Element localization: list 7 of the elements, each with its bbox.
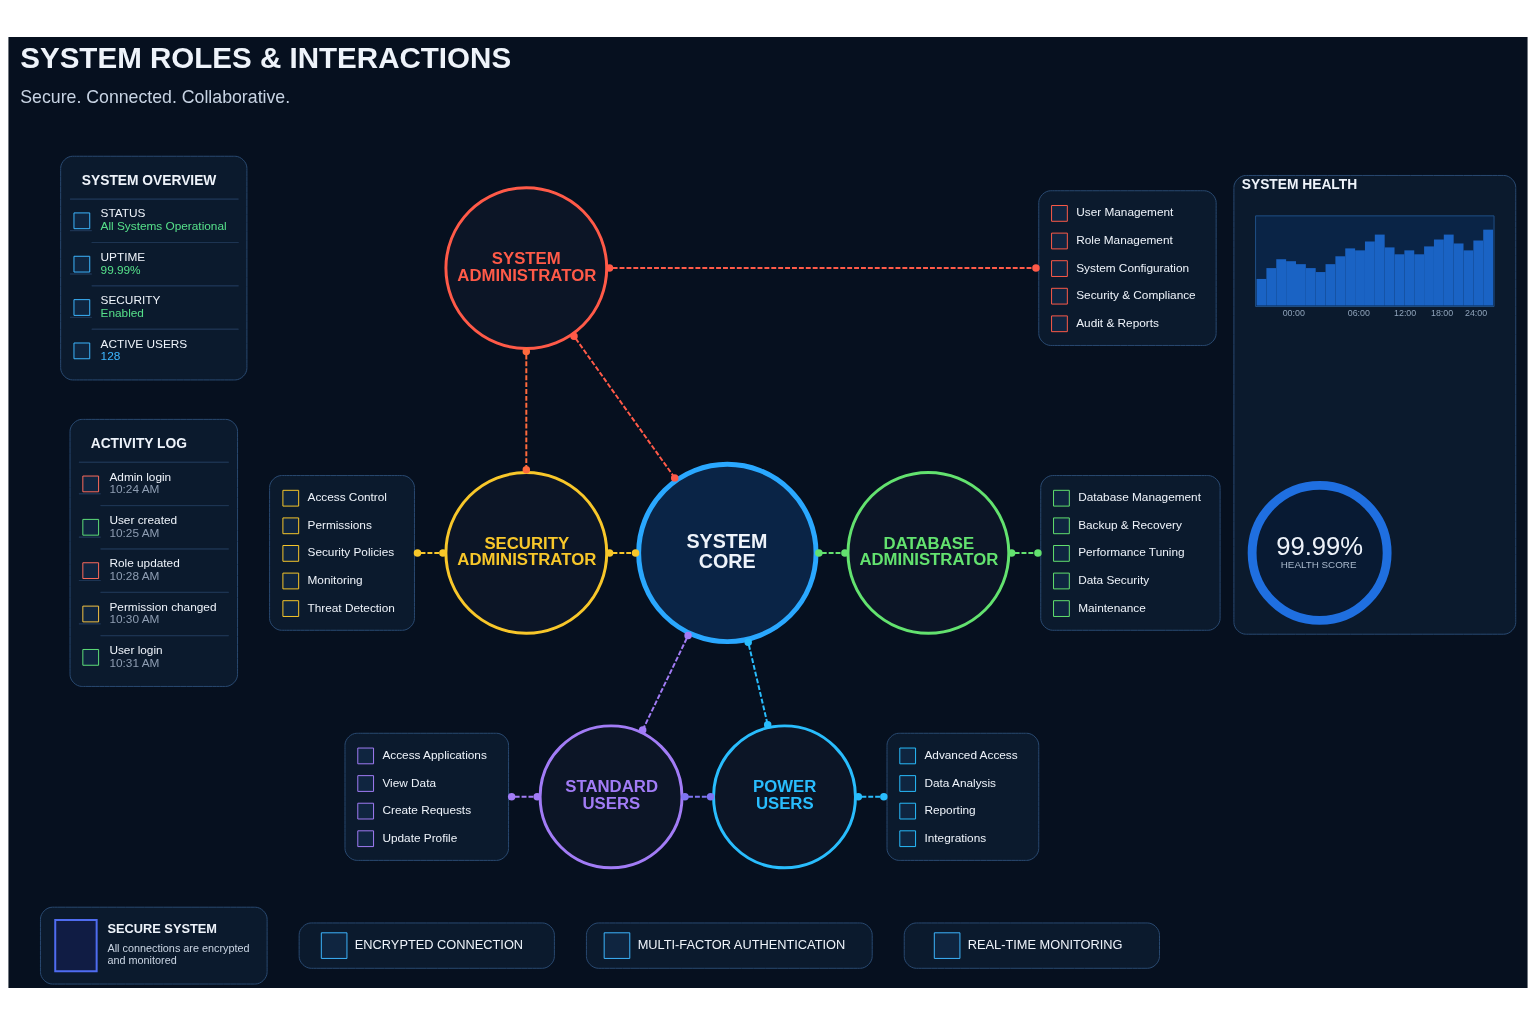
label: 12:00 (1394, 307, 1417, 318)
label: 24:00 (1464, 307, 1488, 318)
diagram-title: SYSTEM ROLES & INTERACTIONS (20, 40, 512, 74)
label: 18:00 (1430, 307, 1454, 318)
label: 00:00 (1282, 307, 1305, 318)
label: 06:00 (1347, 307, 1370, 318)
label: Secure. Connected. Collaborative. (20, 86, 291, 107)
